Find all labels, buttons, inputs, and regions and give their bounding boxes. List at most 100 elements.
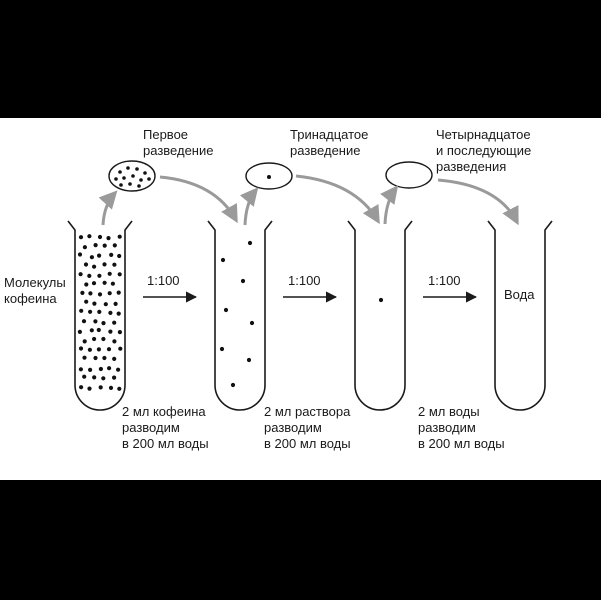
caffeine-molecule-dot bbox=[82, 374, 87, 379]
caption-step-3: 2 мл воды разводим в 200 мл воды bbox=[418, 404, 505, 451]
caffeine-molecule-dot bbox=[78, 235, 84, 240]
caffeine-molecule-dot bbox=[112, 243, 117, 248]
sparse-dots bbox=[219, 240, 255, 388]
sample-oval-3 bbox=[385, 161, 433, 189]
caffeine-molecule-dot bbox=[93, 355, 98, 361]
caffeine-molecule-dot bbox=[101, 376, 106, 381]
oval-molecule-dot bbox=[122, 176, 126, 180]
caffeine-molecule-dot bbox=[98, 366, 103, 372]
caption-step-2: 2 мл раствора разводим в 200 мл воды bbox=[264, 404, 351, 451]
curve-arrow-up-3 bbox=[380, 185, 399, 225]
caffeine-molecule-dot bbox=[91, 281, 97, 286]
caffeine-molecule-dot bbox=[97, 234, 103, 240]
caffeine-molecule-dot bbox=[117, 386, 122, 391]
oval-molecule-dot bbox=[135, 167, 139, 171]
caffeine-molecule-dot bbox=[96, 347, 101, 352]
caffeine-molecule-dot bbox=[88, 367, 93, 372]
curve-arrow-down-3 bbox=[437, 178, 519, 226]
caffeine-molecule-dot bbox=[102, 243, 107, 248]
caffeine-molecule-dot bbox=[96, 327, 101, 333]
caffeine-molecule-dot bbox=[106, 236, 111, 241]
caffeine-molecule-dot bbox=[108, 310, 113, 315]
oval-molecule-dot bbox=[147, 177, 151, 181]
test-tube-2 bbox=[207, 220, 273, 411]
caffeine-molecule-dot bbox=[118, 346, 123, 351]
caffeine-molecule-dot bbox=[93, 319, 98, 324]
caffeine-molecule-dot bbox=[81, 319, 87, 324]
caffeine-molecule-dot bbox=[106, 347, 112, 352]
label-water: Вода bbox=[504, 287, 535, 302]
caffeine-molecule-dot bbox=[79, 308, 84, 313]
caffeine-molecule-dot bbox=[87, 273, 92, 278]
caffeine-molecule-dot bbox=[108, 385, 114, 390]
caffeine-molecule-dot bbox=[97, 309, 102, 314]
caffeine-molecule-dot bbox=[107, 366, 112, 371]
caffeine-molecule-dot bbox=[102, 262, 107, 267]
caffeine-molecule-dot bbox=[103, 302, 108, 307]
oval-molecule-dot bbox=[119, 183, 123, 187]
caffeine-dots bbox=[77, 234, 123, 391]
caffeine-molecule-dot bbox=[82, 355, 87, 360]
oval-molecule-dot bbox=[131, 174, 135, 178]
test-tube-3 bbox=[347, 220, 413, 411]
ratio-label-1: 1:100 bbox=[147, 273, 180, 288]
caffeine-molecule-dot bbox=[108, 329, 113, 334]
caffeine-molecule-dot bbox=[109, 252, 114, 257]
oval-molecule-dot bbox=[114, 177, 118, 181]
label-caffeine-molecules: Молекулы кофеина bbox=[4, 275, 66, 306]
oval-molecule-dot bbox=[126, 166, 130, 170]
caffeine-molecule-dot bbox=[101, 336, 106, 342]
ratio-label-2: 1:100 bbox=[288, 273, 321, 288]
caffeine-molecule-dot bbox=[83, 262, 89, 267]
caffeine-molecule-dot bbox=[112, 320, 117, 325]
oval-molecule-dot bbox=[137, 184, 141, 188]
caffeine-molecule-dot bbox=[117, 234, 122, 239]
caffeine-molecule-dot bbox=[77, 329, 82, 334]
caffeine-molecule-dot bbox=[89, 255, 94, 260]
caffeine-molecule-dot bbox=[92, 264, 97, 269]
caffeine-molecule-dot bbox=[87, 347, 92, 352]
caffeine-molecule-dot bbox=[97, 292, 103, 297]
caffeine-molecule-dot bbox=[101, 321, 106, 326]
sample-oval-2 bbox=[245, 162, 293, 190]
caffeine-molecule-dot bbox=[92, 375, 97, 380]
caffeine-molecule-dot bbox=[92, 301, 97, 306]
label-thirteenth-dilution: Тринадцатое разведение bbox=[290, 127, 369, 158]
single-dot bbox=[378, 297, 384, 303]
caffeine-molecule-dot bbox=[79, 385, 84, 390]
caffeine-molecule-dot bbox=[112, 262, 117, 267]
caffeine-molecule-dot bbox=[117, 330, 122, 335]
caffeine-molecule-dot bbox=[88, 309, 93, 314]
caffeine-molecule-dot bbox=[116, 367, 121, 372]
caffeine-molecule-dot bbox=[102, 355, 107, 361]
caffeine-molecule-dot bbox=[89, 328, 94, 333]
caffeine-molecule-dot bbox=[110, 281, 115, 286]
diagram-panel bbox=[0, 118, 601, 480]
caffeine-molecule-dot bbox=[87, 234, 92, 239]
caffeine-molecule-dot bbox=[98, 385, 103, 390]
caffeine-molecule-dot bbox=[97, 273, 102, 278]
caffeine-molecule-dot bbox=[113, 301, 118, 306]
oval-molecule-dot bbox=[139, 178, 143, 182]
caffeine-molecule-dot bbox=[78, 367, 83, 372]
oval-molecule-dot bbox=[143, 171, 147, 175]
test-tube-1 bbox=[67, 220, 133, 411]
curve-arrow-down-2 bbox=[295, 174, 380, 225]
caffeine-molecule-dot bbox=[112, 356, 117, 361]
caffeine-molecule-dot bbox=[78, 346, 84, 351]
sample-oval-1 bbox=[108, 160, 156, 192]
caffeine-molecule-dot bbox=[77, 252, 83, 257]
label-fourteenth-dilution: Четырнадцатое и последующие разведения bbox=[436, 127, 532, 174]
caffeine-molecule-dot bbox=[88, 291, 93, 296]
caffeine-molecule-dot bbox=[102, 280, 107, 285]
oval-molecule-dot bbox=[118, 170, 122, 174]
curve-arrow-up-2 bbox=[239, 187, 259, 226]
caffeine-molecule-dot bbox=[87, 386, 92, 391]
caffeine-molecule-dot bbox=[82, 339, 87, 344]
caffeine-molecule-dot bbox=[112, 339, 117, 344]
caffeine-molecule-dot bbox=[116, 290, 121, 295]
curve-arrow-up-1 bbox=[98, 190, 118, 226]
caffeine-molecule-dot bbox=[97, 253, 102, 258]
caption-step-1: 2 мл кофеина разводим в 200 мл воды bbox=[122, 404, 209, 451]
